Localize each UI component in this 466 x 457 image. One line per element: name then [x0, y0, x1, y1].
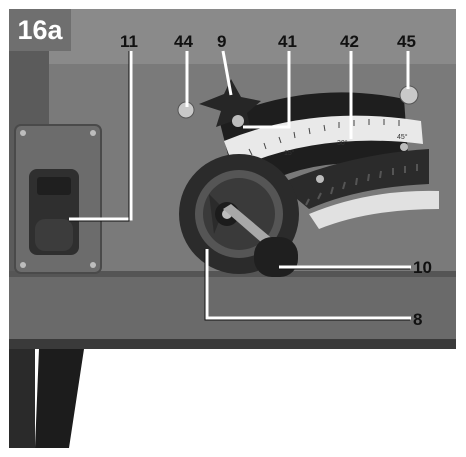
- callout-line-11: [69, 51, 133, 221]
- callout-8: 8: [413, 310, 423, 329]
- callout-lines: [69, 50, 411, 320]
- callout-45: 45: [397, 32, 416, 51]
- crank-handle: [254, 237, 298, 277]
- callout-10: 10: [413, 258, 432, 277]
- switch-button: [35, 219, 73, 251]
- gear-teeth: [305, 164, 418, 206]
- callout-41: 41: [278, 32, 297, 51]
- callout-42: 42: [340, 32, 359, 51]
- lower-shadow: [9, 339, 456, 349]
- left-leg: [9, 339, 35, 448]
- lower-white-area: [35, 349, 456, 448]
- lower-bar-edge: [9, 271, 456, 277]
- callout-line-8: [205, 249, 411, 320]
- figure-16a: 15° 30° 45°: [9, 9, 456, 448]
- callout-lines-outline: [69, 51, 410, 321]
- scale-label-45: 45°: [397, 133, 408, 141]
- callout-44: 44: [174, 32, 193, 51]
- gear-segment: [279, 149, 429, 209]
- housing-top: [9, 9, 456, 64]
- scale-label-15: 15°: [284, 149, 295, 157]
- callout-11: 11: [120, 32, 138, 51]
- knob-screw-icon: [232, 115, 244, 127]
- star-knob-icon: [199, 79, 261, 131]
- callout-line-9: [221, 50, 233, 96]
- screw-icon: [400, 143, 408, 151]
- scale-ticks: [248, 119, 400, 156]
- callout-line-41: [243, 51, 291, 129]
- screw-icon: [316, 175, 324, 183]
- switch-cover: [37, 177, 71, 195]
- crank-arm: [223, 204, 275, 249]
- lower-rail: [309, 190, 439, 229]
- screw-icon: [90, 130, 96, 136]
- saw-photo: 15° 30° 45°: [9, 9, 456, 448]
- figure-label: 16a: [9, 9, 71, 51]
- bevel-scale: [224, 115, 423, 169]
- leg-shadow: [35, 349, 84, 448]
- scale-label-30: 30°: [337, 139, 348, 147]
- screw-icon: [20, 130, 26, 136]
- screw-icon: [20, 262, 26, 268]
- lower-bar: [9, 271, 456, 341]
- callout-9: 9: [217, 32, 227, 51]
- screw-icon: [90, 262, 96, 268]
